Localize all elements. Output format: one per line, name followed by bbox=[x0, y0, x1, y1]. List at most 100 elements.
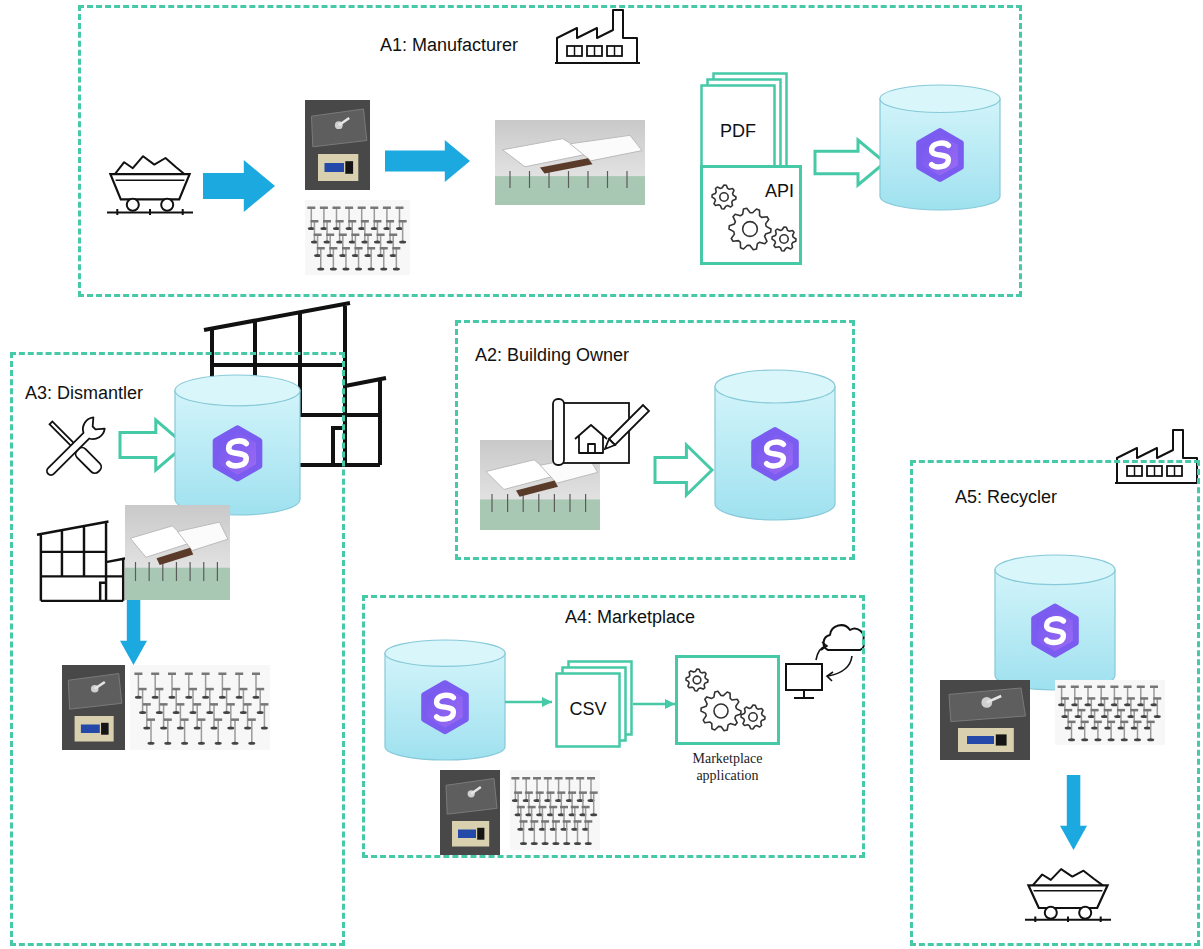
pedestal-head bbox=[206, 688, 214, 691]
pedestal-post bbox=[364, 221, 366, 242]
pedestal-post bbox=[593, 792, 595, 814]
building-outline bbox=[37, 521, 126, 600]
factory-outline bbox=[557, 10, 637, 63]
cable-black bbox=[477, 828, 484, 840]
pedestal-base bbox=[194, 726, 201, 729]
pedestal-post bbox=[1137, 722, 1139, 740]
pedestal-post bbox=[392, 235, 394, 256]
pedestal-post bbox=[555, 821, 557, 843]
pedestal-base bbox=[244, 726, 251, 729]
logo-s-mark bbox=[229, 441, 247, 466]
pedestal-head bbox=[168, 673, 176, 676]
pedestal-head bbox=[522, 777, 530, 780]
pedestal-post bbox=[563, 807, 565, 829]
region-heading: A3: Dismantler bbox=[25, 383, 143, 404]
pedestal-head bbox=[351, 234, 359, 237]
pedestal-post bbox=[1120, 710, 1122, 728]
pedestal-head bbox=[377, 234, 385, 237]
pedestal-base bbox=[1147, 738, 1154, 741]
cable-blue bbox=[458, 830, 476, 839]
logo-hexagon bbox=[919, 131, 961, 179]
pedestal-base bbox=[1121, 738, 1128, 741]
pedestal-base bbox=[139, 711, 146, 714]
window-bar bbox=[1174, 466, 1176, 476]
floor-pedestal bbox=[538, 494, 539, 512]
cart-wheel bbox=[161, 199, 173, 211]
pedestal-post bbox=[217, 719, 219, 743]
gear-wheel bbox=[741, 705, 765, 729]
window-bar bbox=[614, 46, 616, 56]
gear-hole bbox=[749, 713, 757, 721]
pedestal-post bbox=[238, 674, 240, 698]
gear-hole bbox=[720, 193, 728, 201]
pedestal-base bbox=[169, 696, 176, 699]
pedestal-base bbox=[1068, 738, 1075, 741]
pedestal-head bbox=[579, 791, 587, 794]
pedestal-base bbox=[1065, 727, 1072, 730]
pedestal-post bbox=[163, 704, 165, 728]
pedestal-base bbox=[1111, 703, 1118, 706]
monitor-stand bbox=[794, 690, 814, 698]
pedestal-post bbox=[374, 208, 376, 229]
pedestal-post bbox=[1087, 687, 1089, 705]
pedestal-head bbox=[1140, 697, 1148, 700]
monitor-screen bbox=[786, 664, 822, 690]
pedestal-post bbox=[243, 689, 245, 713]
window-bar bbox=[1154, 466, 1156, 476]
application-frame bbox=[677, 657, 779, 744]
pedestal-head bbox=[172, 688, 180, 691]
pedestal-post bbox=[339, 221, 341, 242]
pedestal-post bbox=[222, 674, 224, 698]
pedestal-post bbox=[345, 248, 347, 269]
photo-ground bbox=[305, 200, 410, 275]
floor-pedestal bbox=[626, 171, 627, 188]
pedestal-head bbox=[582, 806, 590, 809]
cylinder-top bbox=[715, 370, 835, 403]
pedestal-base bbox=[1081, 738, 1088, 741]
building-icon bbox=[37, 521, 126, 600]
pedestal-post bbox=[192, 689, 194, 713]
floor-pedestal bbox=[491, 494, 492, 512]
pedestal-post bbox=[234, 719, 236, 743]
cloud-sync-icon bbox=[786, 625, 864, 698]
pedestal-head bbox=[329, 247, 337, 250]
logo-s-mark bbox=[1047, 619, 1064, 643]
pedestal-head bbox=[373, 220, 381, 223]
api-frame bbox=[702, 167, 801, 264]
pedestal-post bbox=[539, 792, 541, 814]
floor-pedestal bbox=[568, 171, 569, 188]
pedestal-post bbox=[317, 235, 319, 256]
floor-access-photo bbox=[440, 770, 500, 855]
pedestal-post bbox=[542, 807, 544, 829]
pedestal-base bbox=[1144, 727, 1151, 730]
pedestal-base bbox=[253, 696, 260, 699]
cable-blue bbox=[325, 163, 345, 172]
pedestal-head bbox=[1071, 686, 1079, 689]
pedestal-head bbox=[536, 791, 544, 794]
floor-pedestal bbox=[203, 562, 204, 581]
pedestal-base bbox=[232, 742, 239, 745]
pedestal-head bbox=[134, 673, 142, 676]
floor-cavity bbox=[958, 728, 1014, 752]
pedestal-post bbox=[402, 221, 404, 242]
pedestal-post bbox=[329, 235, 331, 256]
cart-rim bbox=[1034, 890, 1103, 892]
pedestal-head bbox=[227, 703, 235, 706]
floor-panel bbox=[570, 135, 642, 161]
factory-window bbox=[607, 46, 622, 56]
pedestal-base bbox=[211, 726, 218, 729]
floor-pedestal bbox=[569, 494, 570, 512]
pedestal-post bbox=[1097, 722, 1099, 740]
window-bar bbox=[594, 46, 596, 56]
pedestal-head bbox=[389, 234, 397, 237]
pedestal-head bbox=[176, 703, 184, 706]
pedestal-head bbox=[218, 673, 226, 676]
pedestal-head bbox=[552, 820, 560, 823]
floor-panel bbox=[178, 522, 228, 551]
pedestal-post bbox=[1147, 710, 1149, 728]
gear-wheel bbox=[729, 208, 771, 249]
pedestal-photo bbox=[305, 200, 410, 275]
stakeholder-region: CSVMarketplace applicationA4: Marketplac… bbox=[362, 595, 865, 858]
gear-hole bbox=[743, 222, 758, 237]
factory-window bbox=[1127, 466, 1142, 476]
